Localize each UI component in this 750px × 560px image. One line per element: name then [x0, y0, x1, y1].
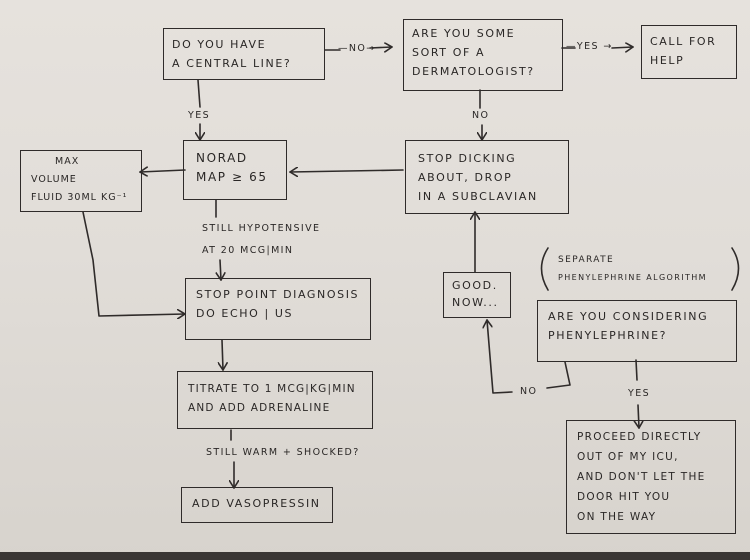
node-proceed-out: Proceed directly out of my ICU, and don'…: [566, 420, 736, 534]
node-text: Add vasopressin: [192, 497, 321, 510]
edge-consider-to-proceed-arrow: [638, 404, 639, 429]
node-call-help: Call for help: [641, 25, 737, 79]
node-text: Are you some: [412, 27, 516, 40]
node-text: phenylephrine?: [548, 329, 668, 342]
node-point-diagnosis: Stop point diagnosis do echo | us: [185, 278, 371, 340]
edge-norad-to-diagnosis-arrow: [220, 259, 221, 281]
annotation-text: phenylephrine algorithm: [558, 273, 707, 282]
node-text: Are you considering: [548, 310, 709, 323]
node-text: Good.: [452, 279, 498, 292]
edge-label-yes-derm: —Yes →: [566, 41, 613, 52]
node-central-line: Do you have a central line?: [163, 28, 325, 80]
node-max-volume: Max volume fluid 30ml kg⁻¹: [20, 150, 142, 212]
node-text: Max: [55, 156, 80, 167]
node-text: do echo | us: [196, 307, 294, 320]
paren-right: [731, 247, 740, 291]
edge-label-yes-consider: Yes: [628, 388, 651, 399]
edge-label-yes-central: Yes: [188, 110, 211, 121]
node-text: Titrate to 1 mcg|kg|min: [188, 383, 356, 395]
node-text: a central line?: [172, 57, 292, 70]
edge-consider-no-loop: [546, 361, 571, 389]
node-text: about, drop: [418, 171, 513, 184]
edge-central-to-norad: [197, 79, 201, 108]
edge-norad-to-volume: [139, 170, 186, 172]
edge-volume-to-diagnosis: [82, 211, 186, 316]
node-text: on the way: [577, 511, 657, 523]
edge-label-no-consider: No: [520, 386, 538, 397]
node-text: Now...: [452, 296, 499, 309]
annotation-separate-algorithm: Separate phenylephrine algorithm: [558, 252, 707, 286]
node-text: Call for: [650, 35, 717, 48]
edge-label-no-derm: No: [472, 110, 490, 121]
paren-left: [540, 247, 549, 291]
node-text: Stop point diagnosis: [196, 288, 360, 301]
edge-label-no-central: —No→: [338, 43, 376, 54]
edge-central-to-derm-arrow: [369, 47, 393, 48]
edge-label-still-hypotensive-1: Still hypotensive: [202, 223, 321, 234]
edge-diagnosis-to-titrate: [222, 339, 223, 371]
node-text: Norad: [196, 151, 248, 165]
node-vasopressin: Add vasopressin: [181, 487, 333, 523]
node-dermatologist: Are you some sort of a dermatologist?: [403, 19, 563, 91]
node-text: and add adrenaline: [188, 402, 331, 414]
edge-label-still-warm: Still warm + shocked?: [206, 447, 360, 458]
node-text: sort of a: [412, 46, 486, 59]
edge-stop-to-norad: [289, 170, 404, 172]
node-text: in a subclavian: [418, 190, 538, 203]
photo-bottom-edge: [0, 552, 750, 560]
node-titrate: Titrate to 1 mcg|kg|min and add adrenali…: [177, 371, 373, 429]
edge-label-still-hypotensive-2: at 20 mcg|min: [202, 245, 294, 256]
node-text: out of my ICU,: [577, 451, 679, 463]
node-good-now: Good. Now...: [443, 272, 511, 318]
edge-consider-to-proceed-top: [635, 359, 638, 381]
node-text: help: [650, 54, 685, 67]
edge-derm-to-help-arrow: [611, 47, 634, 48]
node-considering-phenylephrine: Are you considering phenylephrine?: [537, 300, 737, 362]
node-text: and don't let the: [577, 471, 706, 483]
node-text: Do you have: [172, 38, 267, 51]
node-text: dermatologist?: [412, 65, 535, 78]
annotation-text: Separate: [558, 255, 615, 265]
node-text: volume: [31, 174, 77, 185]
node-text: door hit you: [577, 491, 671, 503]
node-text: fluid 30ml kg⁻¹: [31, 192, 128, 203]
node-text: MAP ≥ 65: [196, 170, 268, 184]
node-stop-dicking: Stop dicking about, drop in a subclavian: [405, 140, 569, 214]
node-text: Proceed directly: [577, 431, 702, 443]
node-text: Stop dicking: [418, 152, 517, 165]
edge-consider-no-to-good: [487, 319, 513, 394]
node-norad: Norad MAP ≥ 65: [183, 140, 287, 200]
